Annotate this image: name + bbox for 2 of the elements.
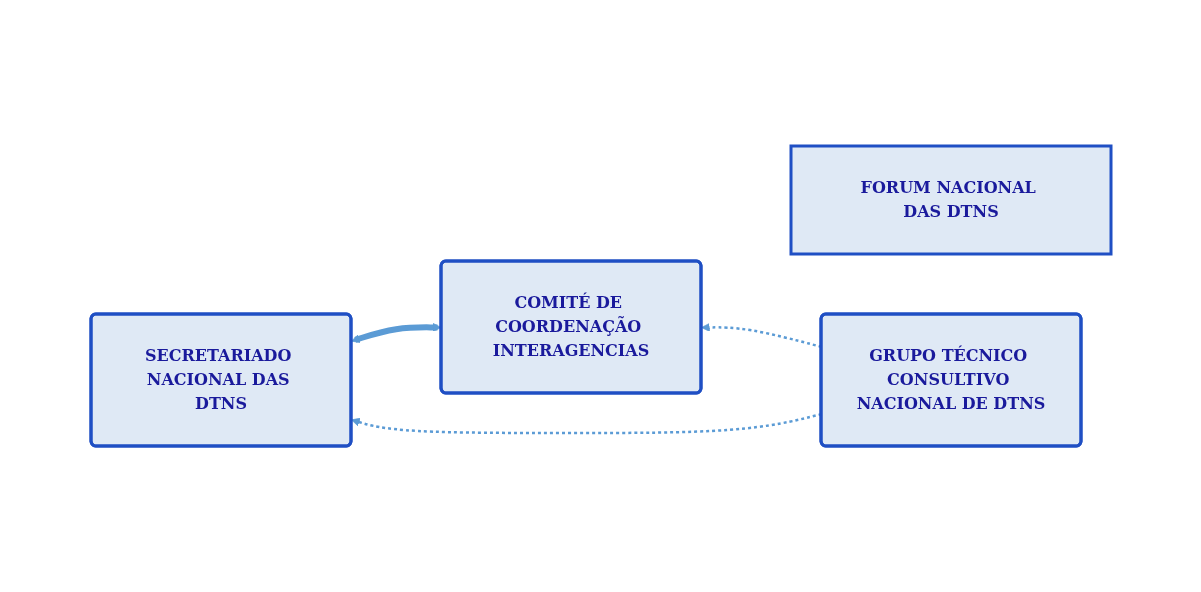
node-box: FORUM NACIONAL DAS DTNS (789, 144, 1112, 256)
arrow (350, 323, 441, 343)
